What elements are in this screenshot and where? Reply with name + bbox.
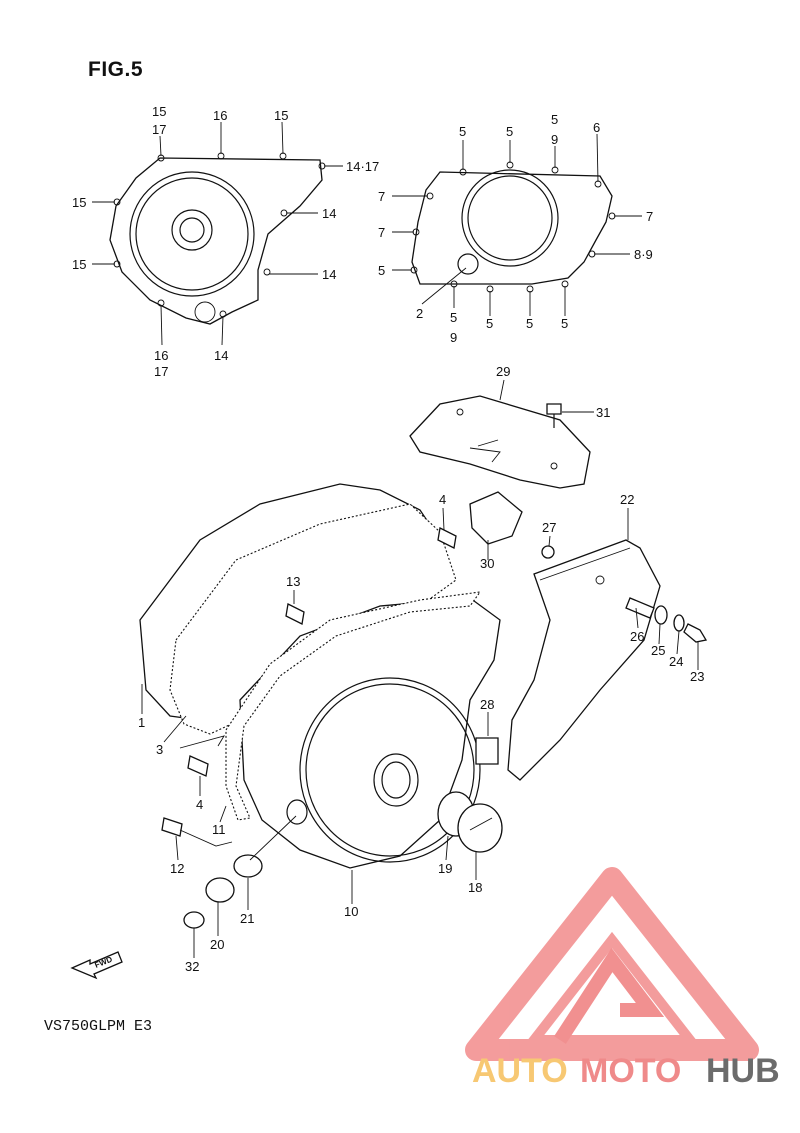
figure-title: FIG.5 [88,58,144,81]
callout-9b: 9 [450,330,457,345]
callout-9a: 9 [551,132,558,147]
callout-24: 24 [669,654,683,669]
callout-32: 32 [185,959,199,974]
callout-5c: 5 [551,112,558,127]
callout-3: 3 [156,742,163,757]
leader-lines [92,121,699,958]
callout-23: 23 [690,669,704,684]
cover-29-drawing [409,395,591,489]
callout-15c: 15 [72,195,86,210]
callout-31: 31 [596,405,610,420]
bolt-31-drawing [546,403,562,428]
callout-13: 13 [286,574,300,589]
callout-8-9: 8·9 [634,247,653,262]
callout-5e: 5 [450,310,457,325]
callout-5f: 5 [486,316,493,331]
callout-10: 10 [344,904,358,919]
callout-29: 29 [496,364,510,379]
callout-5g: 5 [526,316,533,331]
clutch-cover-top-drawing [410,161,616,293]
callout-30: 30 [480,556,494,571]
callout-15d: 15 [72,257,86,272]
callout-14-17: 14·17 [346,159,379,174]
gasket-3-drawing [169,503,457,735]
small-parts-23-27-drawing [541,545,708,643]
callout-7a: 7 [378,189,385,204]
watermark-logo-icon [465,867,759,1061]
callout-7c: 7 [378,225,385,240]
callout-5a: 5 [459,124,466,139]
callout-1: 1 [138,715,145,730]
callout-11: 11 [212,822,226,837]
callout-numbers: 15 17 16 15 14·17 15 14 15 14 16 17 14 5… [72,104,704,974]
callout-16a: 16 [213,108,227,123]
callout-14a: 14 [322,206,336,221]
watermark-text: AUTO MOTO HUB [472,1052,780,1090]
generator-cover-drawing [109,152,326,325]
damper-30-drawing [469,491,523,545]
callout-28: 28 [480,697,494,712]
watermark-auto: AUTO [472,1052,568,1090]
dowel-12-icon [161,817,183,837]
dowel-13-icon [285,603,305,625]
cover-22-drawing [507,539,661,781]
callout-4a: 4 [439,492,446,507]
callout-25: 25 [651,643,665,658]
callout-14c: 14 [214,348,228,363]
watermark-hub: HUB [706,1052,780,1090]
callout-22: 22 [620,492,634,507]
dowel-4b-icon [187,755,209,777]
callout-18: 18 [468,880,482,895]
callout-19: 19 [438,861,452,876]
callout-12: 12 [170,861,184,876]
callout-6: 6 [593,120,600,135]
callout-4b: 4 [196,797,203,812]
callout-14b: 14 [322,267,336,282]
dowel-4-icon [437,527,457,549]
watermark-moto: MOTO [580,1052,681,1090]
callout-17a: 17 [152,122,166,137]
callout-2: 2 [416,306,423,321]
callout-7b: 7 [646,209,653,224]
small-parts-lower-drawing [161,527,503,929]
callout-27: 27 [542,520,556,535]
fwd-arrow-icon: FWD [70,951,123,980]
callout-5b: 5 [506,124,513,139]
callout-26: 26 [630,629,644,644]
callout-5d: 5 [378,263,385,278]
model-code: VS750GLPM E3 [44,1018,153,1035]
callout-15b: 15 [274,108,288,123]
callout-21: 21 [240,911,254,926]
callout-5h: 5 [561,316,568,331]
gasket-11-drawing [225,591,482,821]
callout-20: 20 [210,937,224,952]
callout-16b: 16 [154,348,168,363]
callout-17b: 17 [154,364,168,379]
callout-15a: 15 [152,104,166,119]
